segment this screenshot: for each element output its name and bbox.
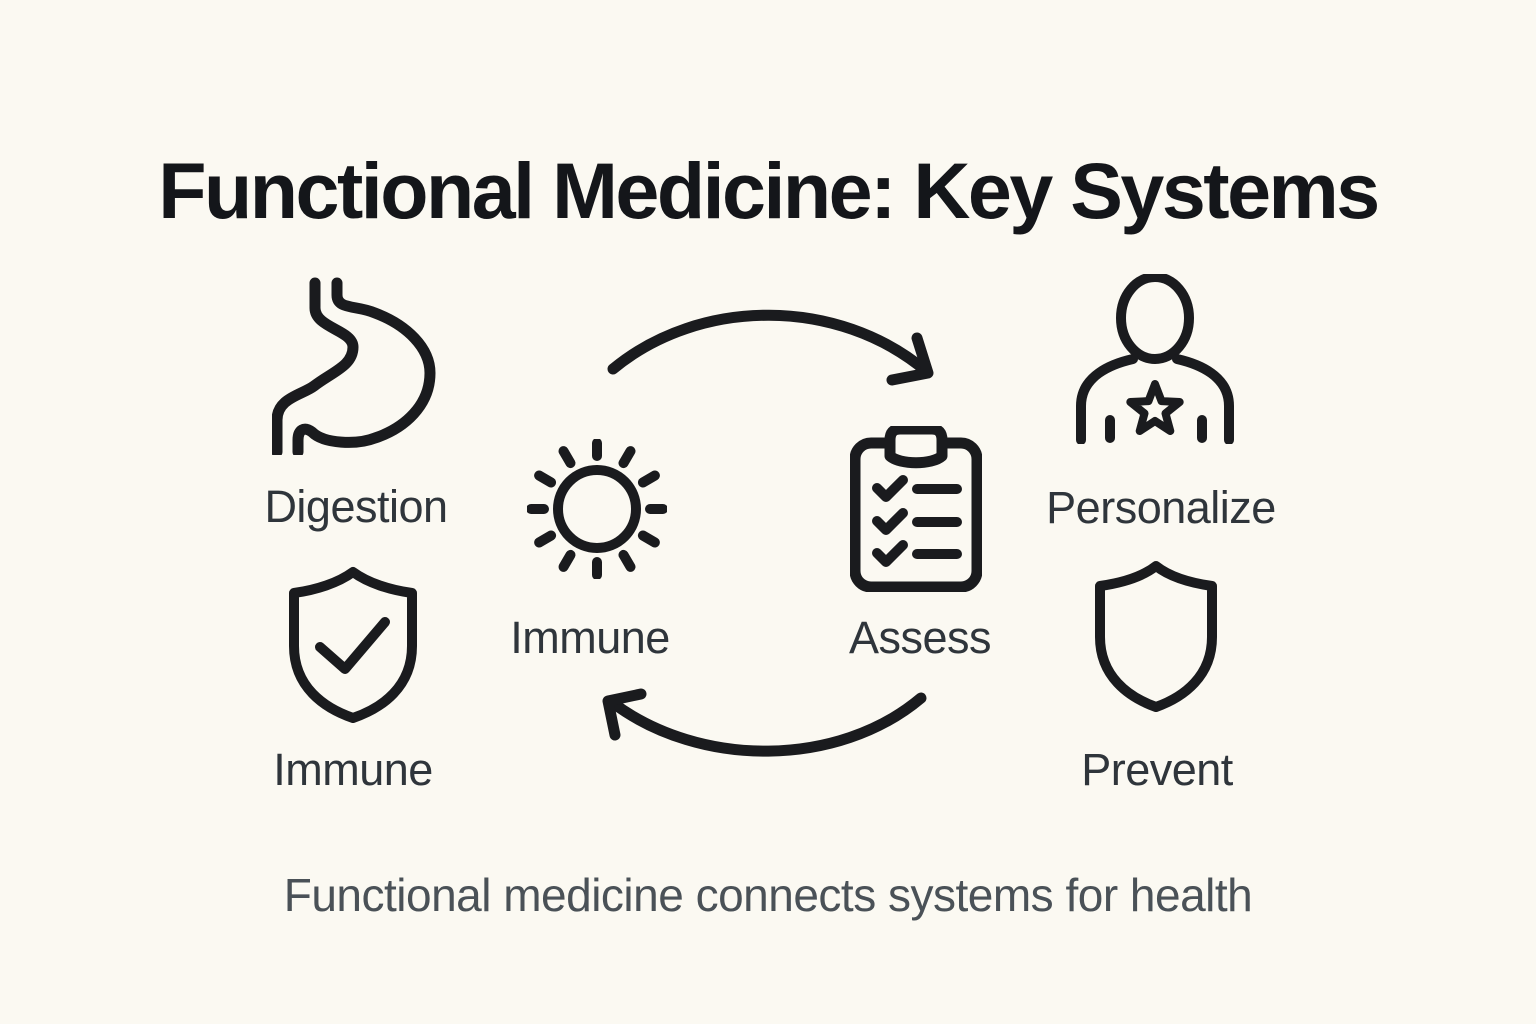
label-immune-shield: Immune [273,744,433,795]
flow-arrow-bottom-icon [602,688,927,757]
checklist-rows [872,475,962,567]
star-icon [1126,380,1184,435]
label-assess: Assess [848,612,992,663]
page-title: Functional Medicine: Key Systems [158,145,1380,235]
sun-icon [527,439,667,579]
stomach-icon [272,277,436,455]
sun-rays [527,439,667,579]
label-prevent: Prevent [1081,744,1233,795]
label-immune-sun: Immune [510,612,670,663]
caption: Functional medicine connects systems for… [283,869,1253,921]
label-digestion: Digestion [264,481,448,532]
shield-icon [1095,561,1217,712]
person-star-icon [1076,274,1234,444]
shield-check-icon [289,567,417,723]
clipboard-checklist-icon [850,426,982,592]
flow-arrow-top-icon [607,309,934,386]
label-personalize: Personalize [1046,482,1276,533]
